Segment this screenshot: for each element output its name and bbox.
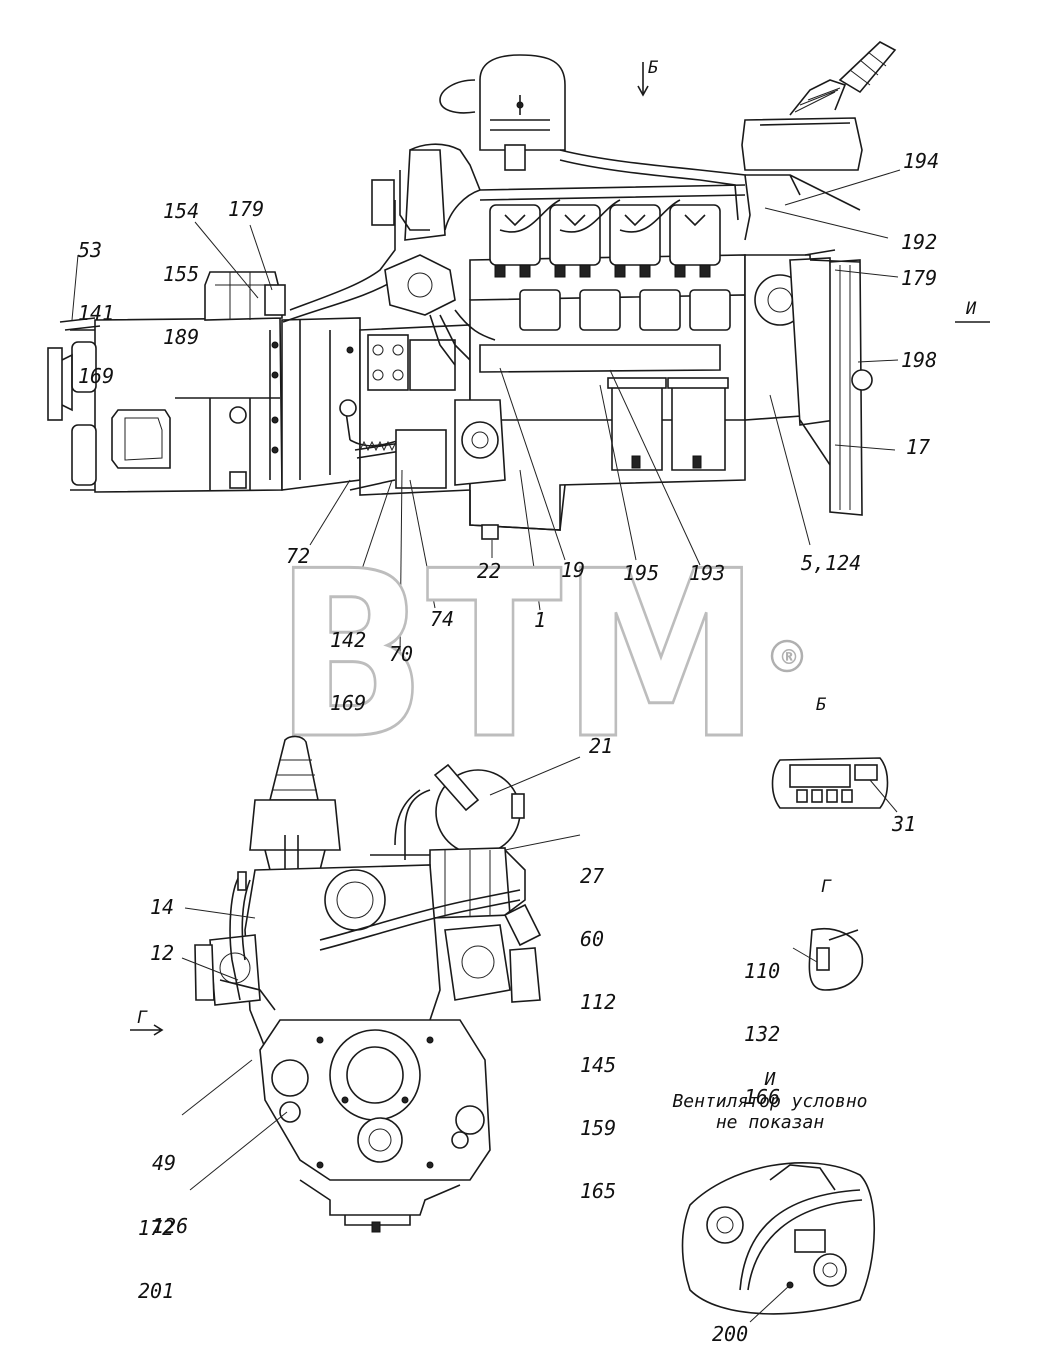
callout-12: 12 [150, 941, 175, 965]
callout-72: 72 [286, 544, 311, 568]
detail-title-b: Б [816, 695, 827, 715]
callout-text: 172 [138, 1216, 175, 1240]
callout-text: 126 [152, 1214, 189, 1238]
detail-g [792, 928, 864, 991]
detail-i-caption: И Вентилятор условно не показан [640, 1069, 900, 1134]
callout-text: 155 [163, 262, 200, 286]
callout-text: 49 [152, 1151, 177, 1175]
callout-31: 31 [892, 812, 917, 836]
detail-i [681, 1162, 876, 1323]
callout-194: 194 [903, 149, 940, 173]
callout-179-right: 179 [901, 266, 938, 290]
callout-text: 110 [744, 959, 781, 983]
callout-142-169: 142 169 [330, 588, 366, 735]
btm-watermark-logo: BTM ® [274, 522, 804, 792]
detail-b [771, 757, 898, 813]
callout-21: 21 [589, 734, 614, 758]
callout-195: 195 [623, 561, 660, 585]
callout-text: 154 [163, 199, 200, 223]
callout-text: 145 [580, 1053, 617, 1077]
callout-text: 60 [580, 927, 605, 951]
callout-110-132-166: 110 132 166 [744, 919, 780, 1129]
callout-17: 17 [906, 435, 931, 459]
callout-text: 165 [580, 1179, 617, 1203]
shift-lever [741, 41, 897, 171]
leader-lines-front [181, 756, 581, 1191]
callout-53-141-169: 53 141 169 [78, 198, 114, 408]
callout-70: 70 [389, 642, 414, 666]
callout-200: 200 [712, 1322, 749, 1346]
detail-title-g: Г [821, 877, 832, 897]
view-arrow-letter-b: Б [648, 58, 659, 78]
callout-49-126: 49 126 [152, 1111, 188, 1258]
callout-text: 189 [163, 325, 200, 349]
callout-22: 22 [477, 559, 502, 583]
callout-5-124: 5,124 [801, 551, 862, 575]
detail-i-note-line2: не показан [715, 1112, 825, 1134]
callout-172-201: 172 201 [138, 1176, 174, 1323]
callout-text: 112 [580, 990, 617, 1014]
callout-74: 74 [430, 607, 455, 631]
detail-title-i: И [764, 1069, 776, 1090]
callout-154-155-189: 154 155 189 [163, 159, 199, 369]
view-arrow-letter-i: И [966, 299, 977, 319]
callout-193: 193 [689, 561, 726, 585]
callout-text: 142 [330, 628, 367, 652]
cylinder-heads [479, 184, 746, 278]
callout-192: 192 [901, 230, 938, 254]
callout-1: 1 [534, 608, 547, 632]
callout-198: 198 [901, 348, 938, 372]
callout-179-left: 179 [228, 197, 265, 221]
callout-text: 166 [744, 1085, 781, 1109]
leader-lines-side [71, 169, 901, 656]
svg-text:®: ® [779, 645, 799, 669]
callout-text: 141 [78, 301, 115, 325]
callout-text: 169 [78, 364, 115, 388]
callout-text: 159 [580, 1116, 617, 1140]
view-arrow-letter-g: Г [137, 1008, 148, 1028]
callout-27-60-112-145-159-165: 27 60 112 145 159 165 [580, 824, 616, 1223]
callout-text: 27 [580, 864, 605, 888]
engine-front-view [194, 735, 542, 1233]
callout-14: 14 [150, 895, 175, 919]
view-arrows [130, 62, 990, 1036]
callout-text: 132 [744, 1022, 781, 1046]
callout-text: 169 [330, 691, 367, 715]
callout-text: 201 [138, 1279, 175, 1303]
engine-side-view [47, 41, 897, 540]
callout-19: 19 [561, 558, 586, 582]
callout-text: 53 [78, 238, 103, 262]
detail-i-note-line1: Вентилятор условно [672, 1090, 868, 1112]
expansion-tank-side [439, 54, 566, 171]
watermark-letters: BTM [275, 523, 760, 790]
